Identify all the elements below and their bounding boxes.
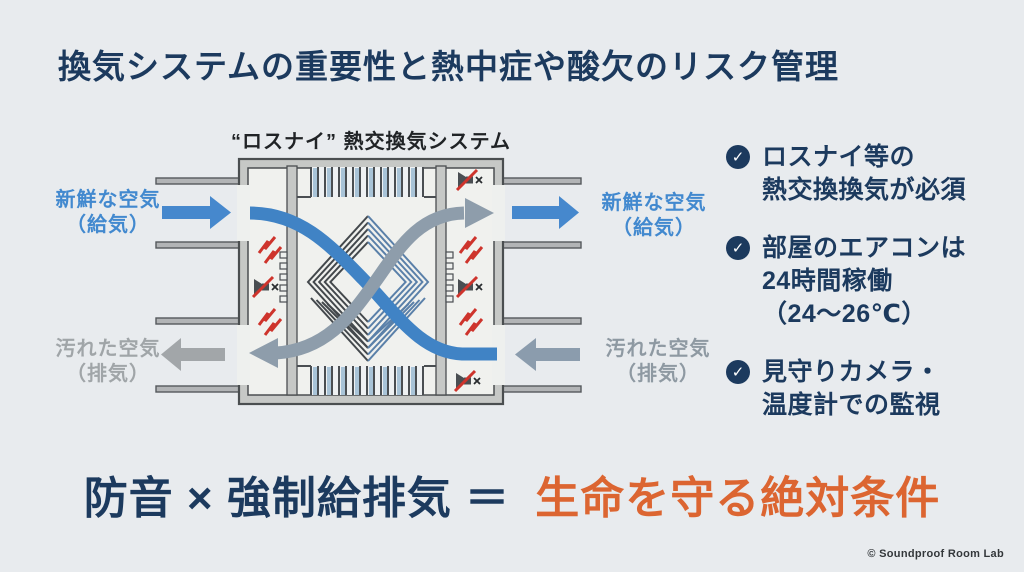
check-icon: ✓ (726, 360, 750, 384)
key-message-highlight: 生命を守る絶対条件 (535, 474, 941, 523)
check-item-text: ロスナイ等の 熱交換換気が必須 (762, 143, 967, 204)
check-icon: ✓ (726, 145, 750, 169)
copyright: © Soundproof Room Lab (867, 548, 1004, 560)
key-message: 防音 × 強制給排気 ＝ 生命を守る絶対条件 (0, 462, 1024, 526)
label-dirty-air-exhaust: 汚れた空気 （排気） (55, 338, 161, 385)
supply-arrow-in (162, 196, 231, 229)
checklist: ✓ ロスナイ等の 熱交換換気が必須 ✓ 部屋のエアコンは 24時間稼働 （24〜… (726, 141, 1018, 447)
exhaust-air-curve (249, 198, 494, 368)
check-item-text: 見守りカメラ・ 温度計での監視 (762, 358, 941, 419)
label-fresh-air-supply: 新鮮な空気 （給気） (601, 192, 707, 239)
supply-air-curve (249, 206, 497, 361)
check-item-text: 部屋のエアコンは 24時間稼働 （24〜26℃） (762, 234, 967, 328)
list-item: ✓ 部屋のエアコンは 24時間稼働 （24〜26℃） (726, 232, 1018, 331)
key-message-left: 防音 × 強制給排気 ＝ (83, 474, 511, 523)
supply-arrow-out (512, 196, 579, 229)
diagram-caption: “ロスナイ” 熱交換気システム (231, 131, 511, 153)
bottom-fin-comb (297, 365, 436, 395)
label-fresh-air-intake: 新鮮な空気 （給気） (55, 189, 161, 236)
check-icon: ✓ (726, 236, 750, 260)
page-title: 換気システムの重要性と熱中症や酸欠のリスク管理 (58, 48, 840, 85)
label-dirty-air-return: 汚れた空気 （排気） (605, 338, 711, 385)
ventilation-diagram (155, 157, 582, 406)
list-item: ✓ ロスナイ等の 熱交換換気が必須 (726, 141, 1018, 207)
top-fin-comb (297, 167, 436, 198)
exhaust-arrow-out (161, 338, 225, 371)
inner-chamber-walls (279, 165, 454, 396)
list-item: ✓ 見守りカメラ・ 温度計での監視 (726, 356, 1018, 422)
exhaust-arrow-in (515, 338, 580, 371)
